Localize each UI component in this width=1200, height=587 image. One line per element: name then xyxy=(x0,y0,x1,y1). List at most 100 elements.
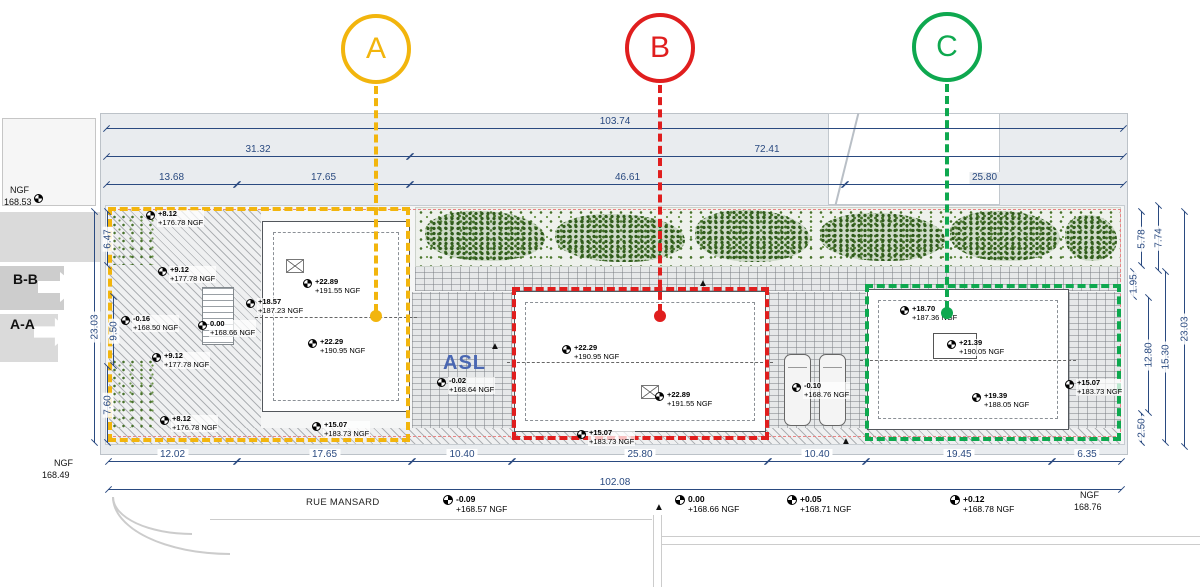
level-value: -0.02 xyxy=(449,376,467,385)
elevation-marker-text: -0.02+168.64 NGF xyxy=(448,376,496,394)
dimension-label: 25.80 xyxy=(624,449,656,461)
survey-point-icon xyxy=(160,416,169,425)
dimension-31.32: 31.32 xyxy=(102,144,414,161)
dimension-46.61: 46.61 xyxy=(406,172,849,189)
callout-circle-b[interactable]: B xyxy=(625,13,695,83)
survey-point-icon xyxy=(577,430,586,439)
dimension-label: 2.50 xyxy=(1136,415,1148,441)
tree-cluster xyxy=(1065,215,1117,261)
dimension-6.35: 6.35 xyxy=(1048,449,1126,466)
callout-dot-b xyxy=(654,310,666,322)
ngf-value: +190.95 NGF xyxy=(320,345,366,355)
elevation-marker-text: +9.12+177.78 NGF xyxy=(163,351,211,369)
elevation-marker-text: +22.89+191.55 NGF xyxy=(666,390,714,408)
neighbor-building xyxy=(0,212,100,262)
elevation-marker-text: +18.57+187.23 NGF xyxy=(257,297,305,315)
survey-point-icon xyxy=(437,378,446,387)
elevation-marker: +15.07+183.73 NGF xyxy=(577,428,636,446)
ngf-label: NGF xyxy=(54,458,73,468)
level-value: +8.12 xyxy=(172,414,191,423)
survey-point-icon xyxy=(146,211,155,220)
ngf-value: 168.76 xyxy=(1074,502,1102,512)
dim-tick-icon xyxy=(1161,267,1170,276)
level-value: 0.00 xyxy=(210,319,225,328)
ngf-value: +177.78 NGF xyxy=(170,273,216,283)
survey-point-icon xyxy=(121,316,130,325)
survey-point-icon xyxy=(972,393,981,402)
curb-arc xyxy=(112,497,192,535)
survey-point-icon xyxy=(792,383,801,392)
dim-tick-icon xyxy=(1117,457,1126,466)
ngf-value: +168.71 NGF xyxy=(800,504,852,514)
callout-dot-c xyxy=(941,307,953,319)
ngf-value: +168.76 NGF xyxy=(804,389,850,399)
dimension-25.80: 25.80 xyxy=(841,172,1128,189)
elevation-marker: +18.57+187.23 NGF xyxy=(246,297,305,315)
building-a xyxy=(255,221,417,412)
level-value: -0.09 xyxy=(456,494,476,504)
callout-circle-c[interactable]: C xyxy=(912,12,982,82)
zone-outline-b[interactable] xyxy=(512,287,769,440)
callout-circle-a[interactable]: A xyxy=(341,14,411,84)
ngf-value: +176.78 NGF xyxy=(158,217,204,227)
ngf-value: +183.73 NGF xyxy=(1077,386,1123,396)
elevation-marker: +22.29+190.95 NGF xyxy=(308,337,367,355)
ngf-value: +168.78 NGF xyxy=(963,504,1015,514)
level-value: +19.39 xyxy=(984,391,1008,400)
elevation-marker-text: +19.39+188.05 NGF xyxy=(983,391,1031,409)
dim-tick-icon xyxy=(862,457,871,466)
ngf-benchmark-bottomright: NGF 168.76 xyxy=(1074,489,1102,513)
elevation-marker-text: -0.09+168.57 NGF xyxy=(455,494,509,514)
vent-triangle-icon: ▲ xyxy=(490,341,500,352)
elevation-marker: 0.00+168.66 NGF xyxy=(198,319,257,337)
street-line xyxy=(661,515,662,587)
axis-line xyxy=(255,316,417,318)
dimension-12.02: 12.02 xyxy=(104,449,241,466)
ngf-value: +168.66 NGF xyxy=(210,327,256,337)
ngf-value: +168.57 NGF xyxy=(456,504,508,514)
property-line xyxy=(108,209,1121,210)
elevation-marker-text: 0.00+168.66 NGF xyxy=(209,319,257,337)
dim-tick-icon xyxy=(1137,261,1146,270)
dim-tick-icon xyxy=(1137,207,1146,216)
dimension-10.40: 10.40 xyxy=(764,449,870,466)
dim-tick-icon xyxy=(104,457,113,466)
dim-tick-icon xyxy=(508,457,517,466)
level-value: -0.16 xyxy=(133,314,151,323)
elevator-shaft-icon xyxy=(641,385,659,399)
paving-strip xyxy=(1069,292,1121,438)
elevation-marker: +8.12+176.78 NGF xyxy=(160,414,219,432)
elevation-marker: +15.07+183.73 NGF xyxy=(1065,378,1124,396)
dimension-label: 23.03 xyxy=(89,311,101,343)
ngf-value: +191.55 NGF xyxy=(667,398,713,408)
dimension-13.68: 13.68 xyxy=(102,172,241,189)
dim-tick-icon xyxy=(104,485,113,494)
street-line xyxy=(662,544,1200,545)
survey-point-icon xyxy=(787,495,797,505)
zone-outline-c[interactable] xyxy=(865,284,1121,441)
ngf-value: +183.73 NGF xyxy=(324,428,370,438)
survey-point-icon xyxy=(246,299,255,308)
vent-triangle-icon: ▲ xyxy=(841,436,851,447)
level-value: +9.12 xyxy=(164,351,183,360)
street-name: RUE MANSARD xyxy=(306,497,380,508)
ngf-value: +176.78 NGF xyxy=(172,422,218,432)
elevation-marker: +22.89+191.55 NGF xyxy=(655,390,714,408)
elevator-shaft-icon xyxy=(286,259,304,273)
survey-point-icon xyxy=(198,321,207,330)
elevation-marker-text: +8.12+176.78 NGF xyxy=(157,209,205,227)
planting-strip xyxy=(110,358,154,436)
elevation-marker: -0.02+168.64 NGF xyxy=(437,376,496,394)
elevation-marker: +9.12+177.78 NGF xyxy=(158,265,217,283)
dimension-102.08: 102.08 xyxy=(104,477,1126,494)
elevation-marker: +15.07+183.73 NGF xyxy=(312,420,371,438)
elevation-marker-text: +15.07+183.73 NGF xyxy=(323,420,371,438)
dim-tick-icon xyxy=(1180,207,1189,216)
level-value: 0.00 xyxy=(688,494,705,504)
dim-tick-icon xyxy=(408,457,417,466)
dimension-label: 25.80 xyxy=(968,172,1001,184)
dimension-label: 15.30 xyxy=(1160,341,1172,373)
elevation-marker-text: +22.89+191.55 NGF xyxy=(314,277,362,295)
dimension-label: 19.45 xyxy=(943,449,975,461)
ngf-benchmark-topleft: NGF 168.53 xyxy=(4,184,32,208)
